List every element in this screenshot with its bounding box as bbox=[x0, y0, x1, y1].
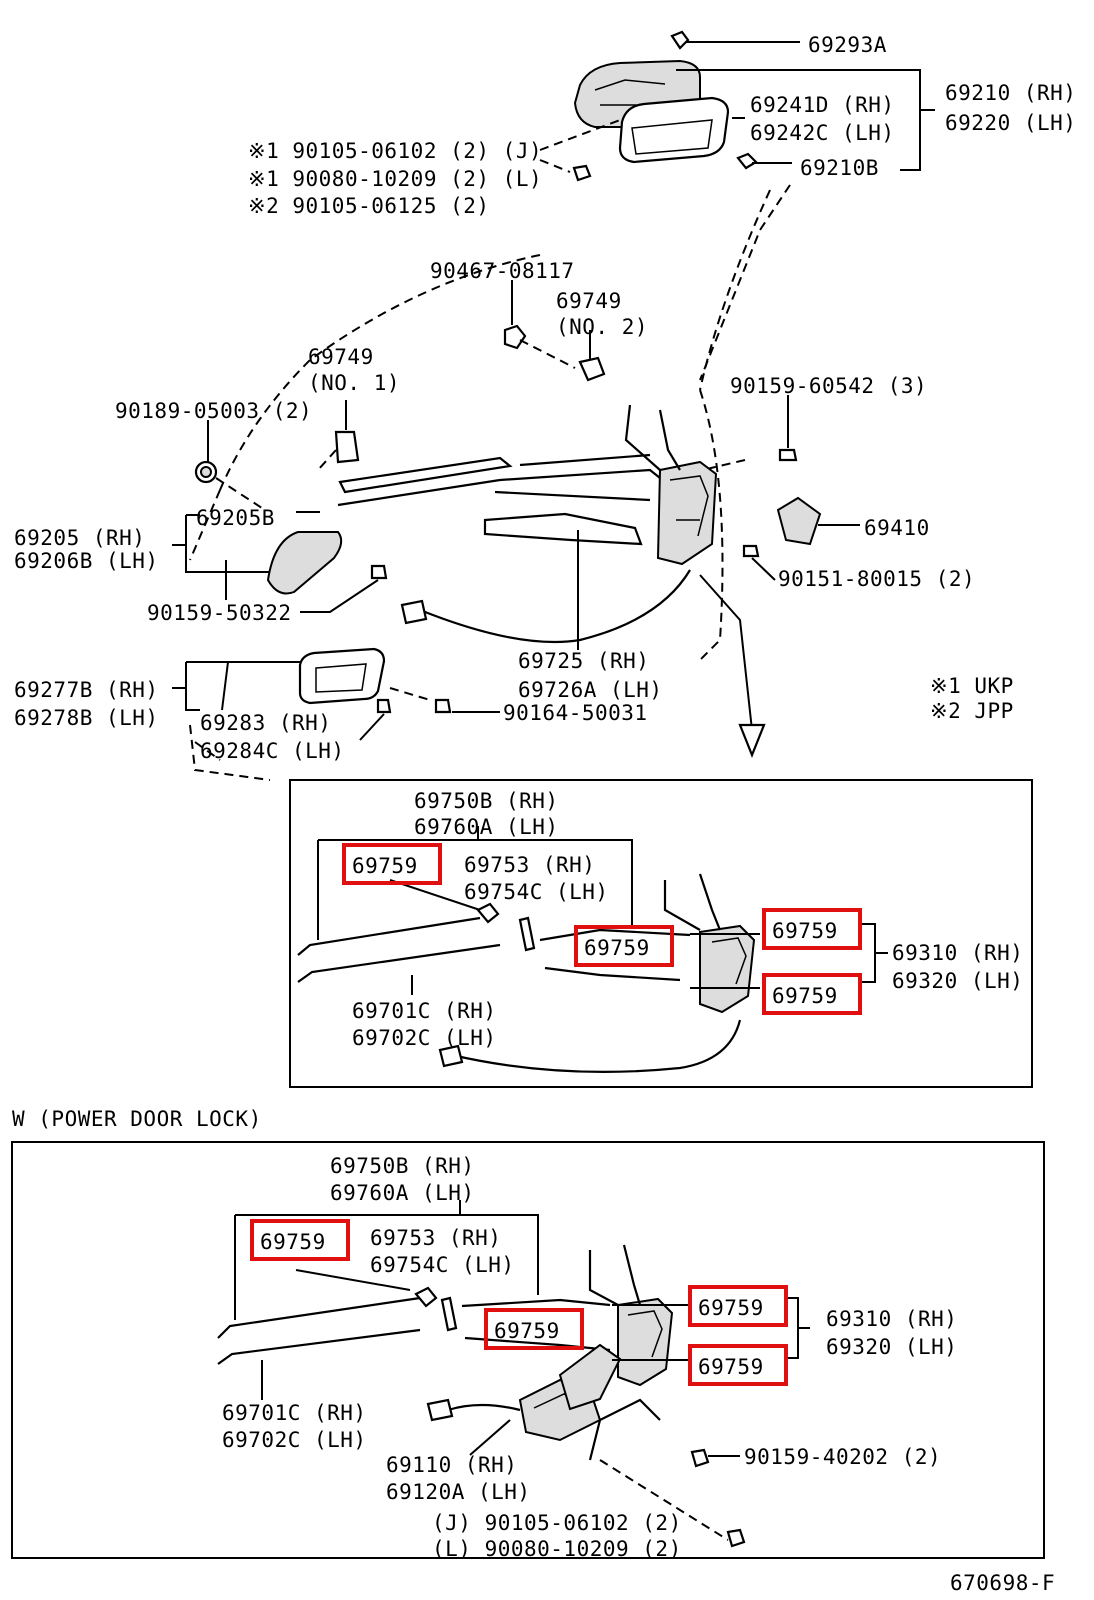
middle-assembly bbox=[172, 280, 860, 761]
section-title-power-door-lock: W (POWER DOOR LOCK) bbox=[12, 1107, 262, 1131]
label-69410: 69410 bbox=[864, 516, 930, 540]
box1-label-69320: 69320 (LH) bbox=[892, 969, 1023, 993]
box2-label-69750b: 69750B (RH) bbox=[330, 1154, 475, 1178]
label-90159-60542: 90159-60542 (3) bbox=[730, 374, 927, 398]
label-69283: 69283 (RH) bbox=[200, 711, 331, 735]
label-69242c: 69242C (LH) bbox=[750, 121, 895, 145]
label-69749-no1-sub: (NO. 1) bbox=[308, 371, 400, 395]
highlight-box2-clip-a bbox=[250, 1219, 350, 1261]
box2-label-69701c: 69701C (RH) bbox=[222, 1401, 367, 1425]
label-69726a: 69726A (LH) bbox=[518, 678, 663, 702]
box1-label-69310: 69310 (RH) bbox=[892, 941, 1023, 965]
label-69277b: 69277B (RH) bbox=[14, 678, 159, 702]
box2-label-69760a: 69760A (LH) bbox=[330, 1181, 475, 1205]
label-69210b: 69210B bbox=[800, 156, 879, 180]
box2-clip-a: 69759 bbox=[260, 1230, 326, 1254]
footnote-l-bolt: ※1 90080-10209 (2) (L) bbox=[248, 167, 542, 191]
box2-label-l-bolt: (L) 90080-10209 (2) bbox=[432, 1537, 682, 1561]
label-69205b: 69205B bbox=[196, 506, 275, 530]
label-69293a: 69293A bbox=[808, 33, 887, 57]
label-90164: 90164-50031 bbox=[503, 701, 648, 725]
box2-label-j-bolt: (J) 90105-06102 (2) bbox=[432, 1511, 682, 1535]
manual-lock-detail-box bbox=[289, 779, 1033, 1088]
footnote-j-bolt: ※1 90105-06102 (2) (J) bbox=[248, 139, 542, 163]
footnote-jpp-bolt: ※2 90105-06125 (2) bbox=[248, 194, 490, 218]
label-69220: 69220 (LH) bbox=[945, 111, 1076, 135]
label-69210: 69210 (RH) bbox=[945, 81, 1076, 105]
box1-label-69702c: 69702C (LH) bbox=[352, 1026, 497, 1050]
box1-clip-a: 69759 bbox=[352, 854, 418, 878]
box1-clip-c: 69759 bbox=[772, 919, 838, 943]
box2-clip-d: 69759 bbox=[698, 1355, 764, 1379]
box1-label-69760a: 69760A (LH) bbox=[414, 815, 559, 839]
box2-label-69702c: 69702C (LH) bbox=[222, 1428, 367, 1452]
box2-label-69754c: 69754C (LH) bbox=[370, 1253, 515, 1277]
label-69749-no2: 69749 bbox=[556, 289, 622, 313]
label-69278b: 69278B (LH) bbox=[14, 706, 159, 730]
box1-label-69754c: 69754C (LH) bbox=[464, 880, 609, 904]
label-69241d: 69241D (RH) bbox=[750, 93, 895, 117]
box2-label-69753: 69753 (RH) bbox=[370, 1226, 501, 1250]
box2-label-69310: 69310 (RH) bbox=[826, 1307, 957, 1331]
box2-label-69320: 69320 (LH) bbox=[826, 1335, 957, 1359]
diagram-code: 670698-F bbox=[950, 1571, 1055, 1595]
note-ukp: ※1 UKP bbox=[930, 674, 1014, 698]
label-90151: 90151-80015 (2) bbox=[778, 567, 975, 591]
highlight-box1-clip-d bbox=[762, 973, 862, 1015]
outside-handle-assembly bbox=[539, 30, 935, 381]
label-69206b: 69206B (LH) bbox=[14, 549, 159, 573]
box2-clip-c: 69759 bbox=[698, 1296, 764, 1320]
power-lock-detail-box bbox=[11, 1141, 1045, 1559]
box1-clip-b: 69759 bbox=[584, 936, 650, 960]
box1-label-69753: 69753 (RH) bbox=[464, 853, 595, 877]
label-90467: 90467-08117 bbox=[430, 259, 575, 283]
box1-label-69750b: 69750B (RH) bbox=[414, 789, 559, 813]
door-frame-outline bbox=[189, 189, 771, 781]
label-69749-no1: 69749 bbox=[308, 345, 374, 369]
highlight-box1-clip-b bbox=[574, 925, 674, 967]
label-69749-no2-sub: (NO. 2) bbox=[556, 315, 648, 339]
highlight-box2-clip-c bbox=[688, 1285, 788, 1327]
note-jpp: ※2 JPP bbox=[930, 699, 1014, 723]
label-69284c: 69284C (LH) bbox=[200, 739, 345, 763]
box2-clip-b: 69759 bbox=[494, 1319, 560, 1343]
label-69725: 69725 (RH) bbox=[518, 649, 649, 673]
highlight-box2-clip-b bbox=[484, 1308, 584, 1350]
box2-label-69110: 69110 (RH) bbox=[386, 1453, 517, 1477]
box2-label-69120a: 69120A (LH) bbox=[386, 1480, 531, 1504]
highlight-box1-clip-a bbox=[342, 843, 442, 885]
label-90159-50322: 90159-50322 bbox=[147, 601, 292, 625]
box2-label-90159-40202: 90159-40202 (2) bbox=[744, 1445, 941, 1469]
box1-clip-d: 69759 bbox=[772, 984, 838, 1008]
highlight-box1-clip-c bbox=[762, 908, 862, 950]
box1-label-69701c: 69701C (RH) bbox=[352, 999, 497, 1023]
label-69205: 69205 (RH) bbox=[14, 526, 145, 550]
label-90189: 90189-05003 (2) bbox=[115, 399, 312, 423]
highlight-box2-clip-d bbox=[688, 1344, 788, 1386]
